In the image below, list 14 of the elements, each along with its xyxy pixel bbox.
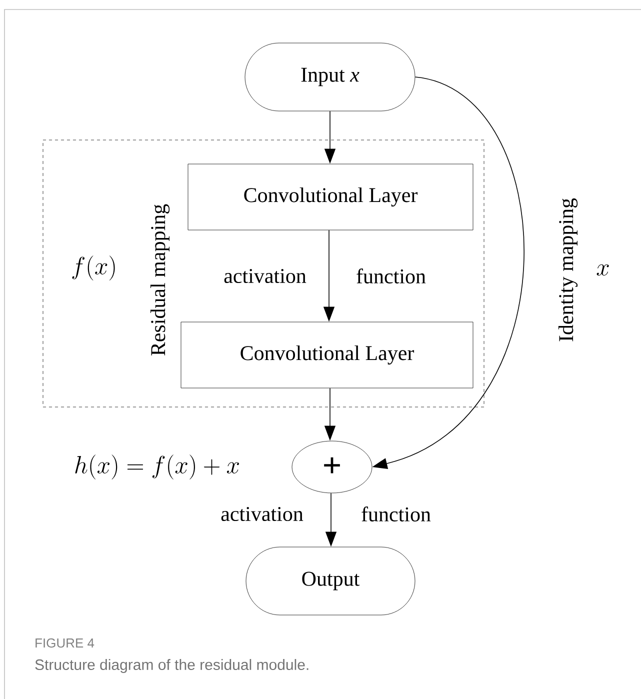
annotation-text: function <box>362 506 431 522</box>
annotation-text: function <box>356 268 426 284</box>
formula-label: $f(x)$ <box>72 256 115 280</box>
process-box: Convolutional Layer <box>180 322 474 388</box>
caption: Structure diagram of the residual module. <box>35 659 308 673</box>
formula-label: $x$ <box>596 264 609 276</box>
terminal-box: Output <box>246 546 416 616</box>
terminal-box: Input x <box>244 42 416 112</box>
annotation-text: activation <box>224 268 306 284</box>
process-box: Convolutional Layer <box>188 164 474 230</box>
formula-label: $h(x) = f(x) + x$ <box>75 454 240 480</box>
edge-label: Identity mapping <box>557 196 579 344</box>
figure-number: FIGURE 4 <box>36 638 94 648</box>
annotation-text: activation <box>221 506 304 522</box>
